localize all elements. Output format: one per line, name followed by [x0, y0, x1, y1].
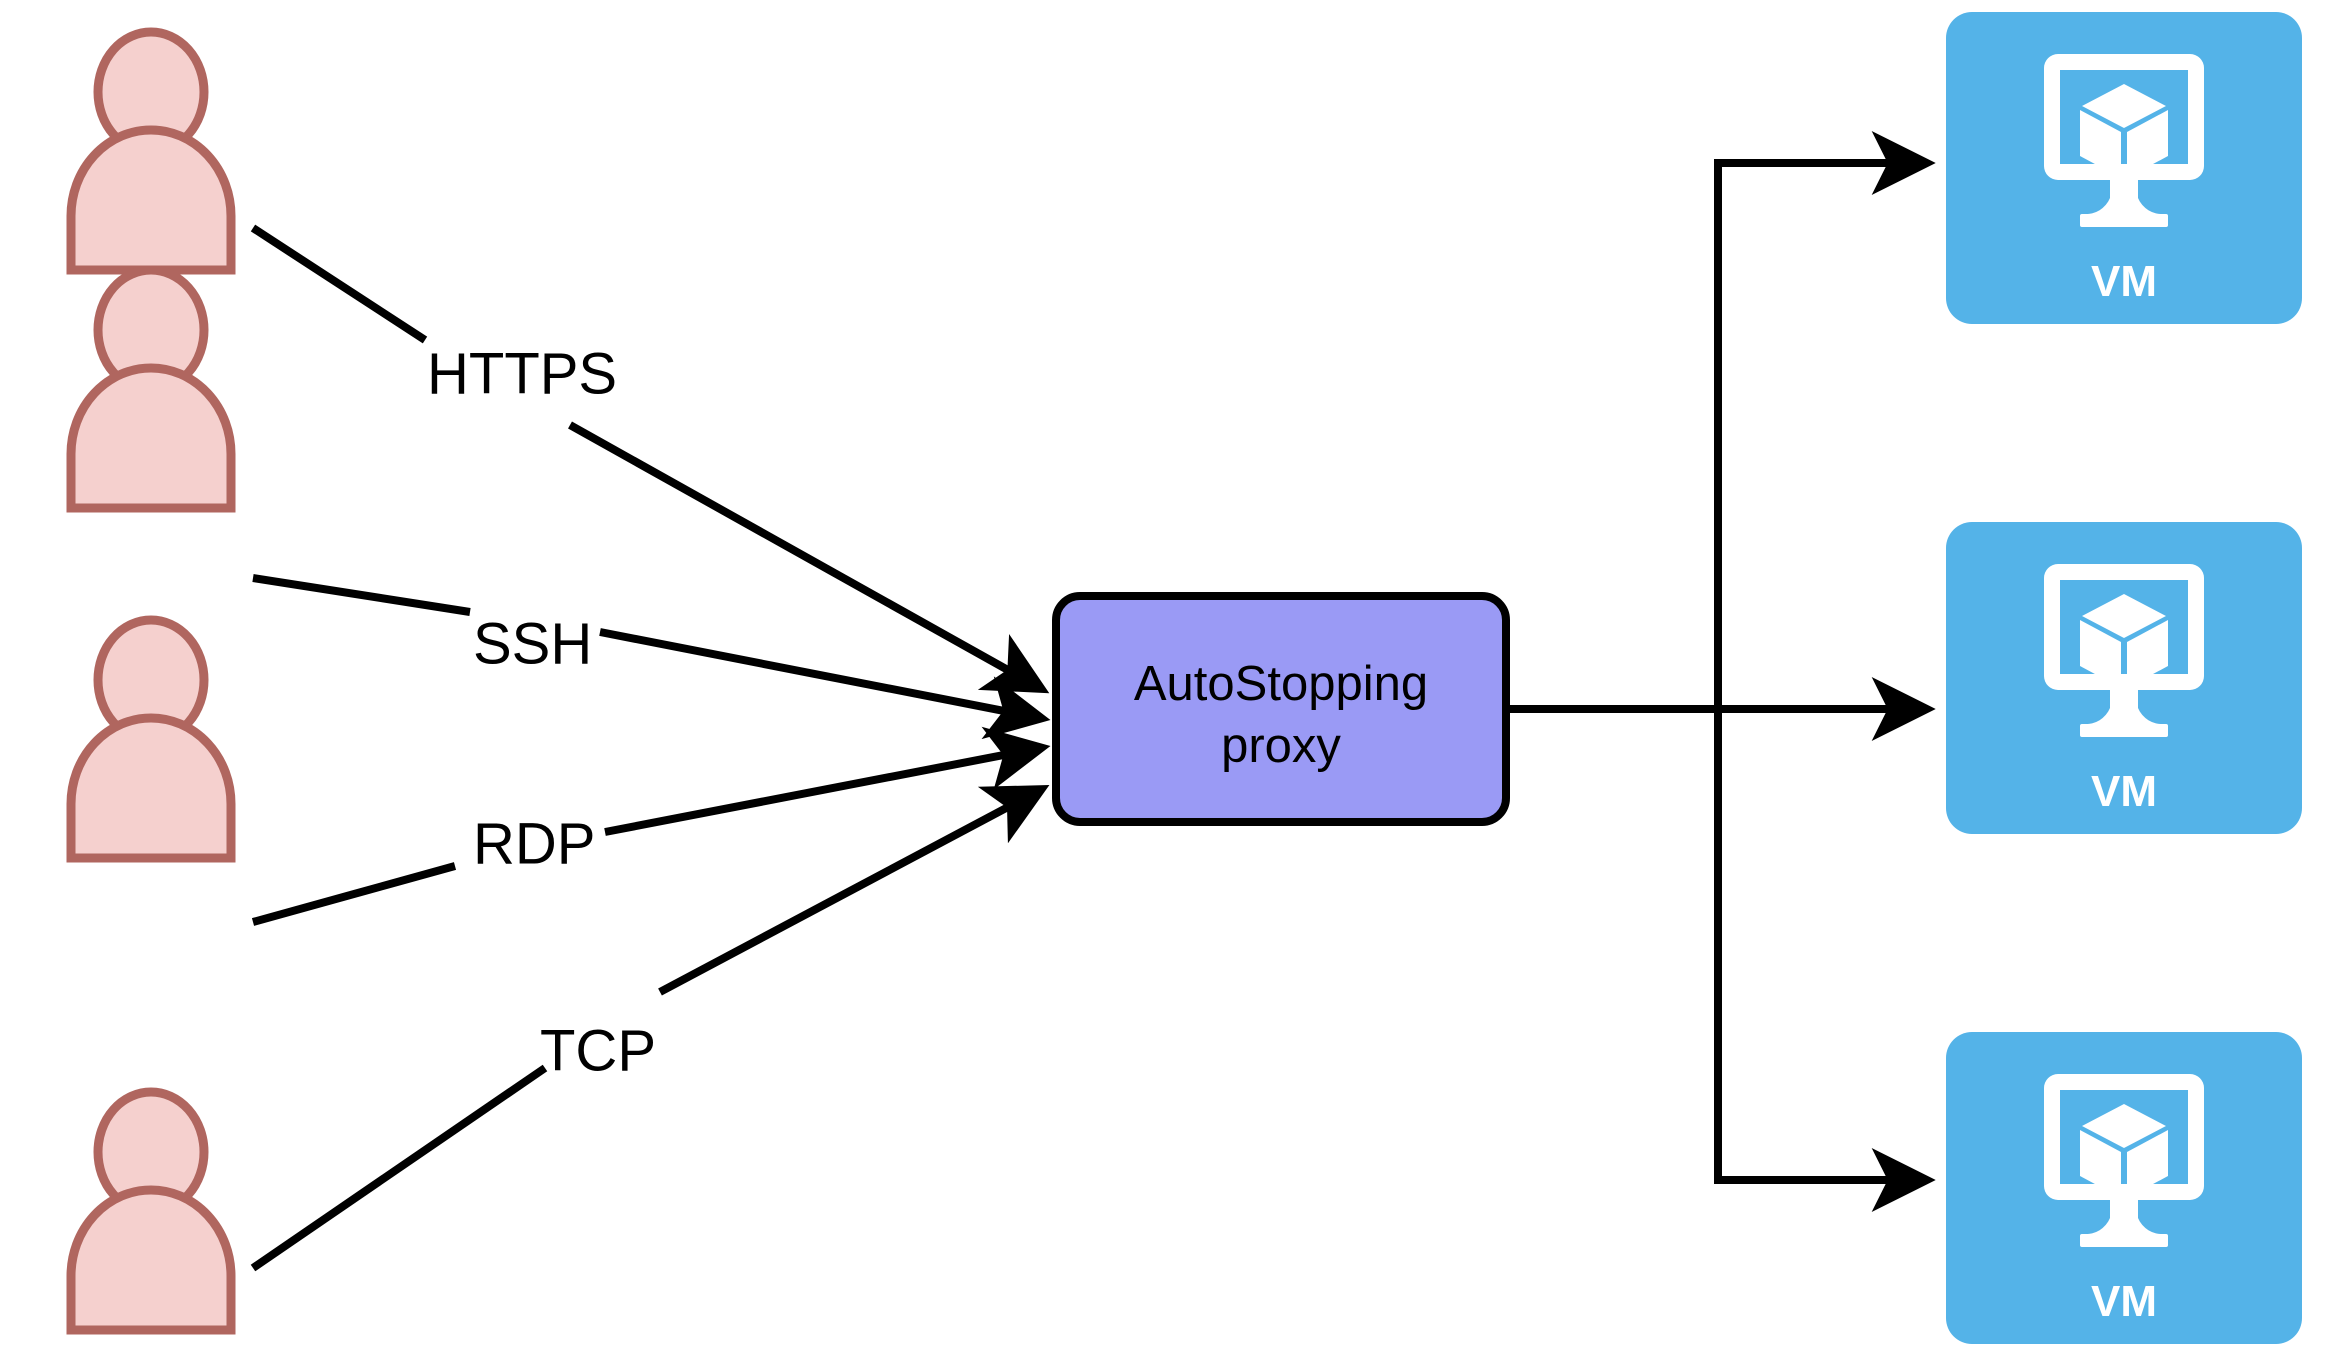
person-icon: [71, 620, 231, 858]
actor-user-2[interactable]: [71, 270, 231, 508]
proxy-label-line2: proxy: [1221, 719, 1341, 773]
connector-https: [250, 224, 1050, 694]
actor-user-1[interactable]: [71, 32, 231, 270]
vm-label: VM: [2091, 257, 2157, 306]
edge-label-tcp: TCP: [540, 1018, 656, 1083]
actor-user-3[interactable]: [71, 620, 231, 858]
connector-rdp: [251, 726, 1051, 926]
vm-node-3[interactable]: VM: [1946, 1032, 2302, 1344]
vm-node-2[interactable]: VM: [1946, 522, 2302, 834]
connector-tcp: [250, 784, 1050, 1272]
person-icon: [71, 270, 231, 508]
proxy-label-line1: AutoStopping: [1134, 657, 1428, 711]
edge-label-ssh: SSH: [473, 611, 592, 676]
actor-user-4[interactable]: [71, 1092, 231, 1330]
vm-label: VM: [2091, 1277, 2157, 1326]
person-icon: [71, 1092, 231, 1330]
vm-node-1[interactable]: VM: [1946, 12, 2302, 324]
edge-label-rdp: RDP: [473, 811, 595, 876]
connector-proxy-to-vms: [1506, 131, 1936, 1212]
edge-label-https: HTTPS: [427, 341, 617, 406]
person-icon: [71, 32, 231, 270]
vm-label: VM: [2091, 767, 2157, 816]
autostopping-proxy-node[interactable]: AutoStopping proxy: [1052, 592, 1510, 826]
connector-ssh: [252, 574, 1051, 740]
